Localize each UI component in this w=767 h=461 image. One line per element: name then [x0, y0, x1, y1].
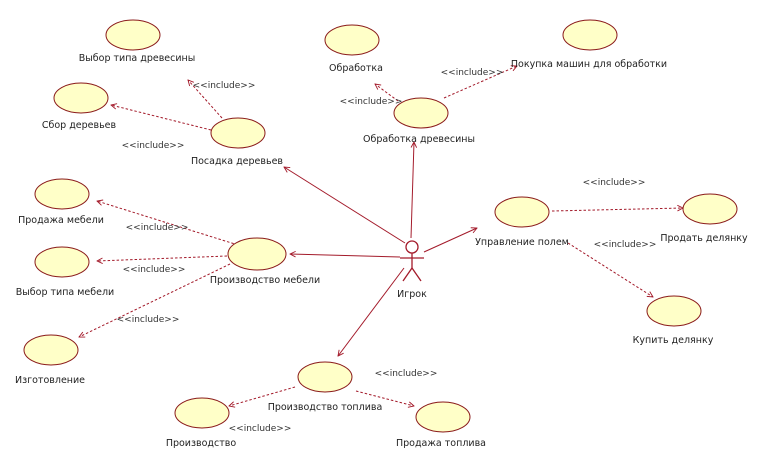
usecase-processing — [324, 24, 380, 56]
label-fuel-sale: Продажа топлива — [396, 438, 486, 449]
label-furniture-type: Выбор типа мебели — [16, 287, 114, 298]
usecase-furniture-sale — [34, 178, 90, 210]
label-wood-type: Выбор типа древесины — [79, 53, 196, 64]
label-field-management: Управление полем — [475, 237, 569, 248]
usecase-tree-collection — [53, 82, 109, 114]
actor-label: Игрок — [397, 289, 427, 300]
include-fuel-to-sale — [355, 390, 414, 406]
stereotype-include-7: <<include>> — [117, 315, 180, 325]
assoc-tree-planting — [284, 167, 406, 244]
usecase-sell-plot — [682, 193, 738, 225]
usecase-furniture-type — [34, 246, 90, 278]
assoc-field-management — [423, 228, 477, 253]
usecase-machine-purchase — [562, 19, 618, 51]
include-fprod-to-manufacturing — [79, 263, 231, 337]
stereotype-include-5: <<include>> — [126, 223, 189, 233]
usecase-wood-processing — [393, 97, 449, 129]
assoc-furniture-production — [290, 254, 401, 258]
label-furniture-production: Производство мебели — [210, 275, 320, 286]
stereotype-include-4: <<include>> — [340, 97, 403, 107]
label-furniture-sale: Продажа мебели — [18, 215, 104, 226]
usecase-fuel-sale — [415, 401, 471, 433]
usecase-furniture-production — [227, 237, 287, 271]
usecase-production — [174, 397, 230, 429]
stereotype-include-11: <<include>> — [229, 424, 292, 434]
usecase-fuel-production — [297, 361, 353, 393]
usecase-buy-plot — [646, 295, 702, 327]
usecase-field-management — [494, 196, 550, 228]
include-fuel-to-production — [229, 386, 296, 406]
stereotype-include-10: <<include>> — [375, 369, 438, 379]
actor-icon — [400, 240, 424, 282]
include-planting-to-wood-type — [188, 80, 223, 119]
assoc-wood-processing — [410, 142, 414, 239]
stereotype-include-1: <<include>> — [193, 81, 256, 91]
include-field-to-buy — [567, 242, 653, 297]
stereotype-include-3: <<include>> — [441, 68, 504, 78]
label-buy-plot: Купить делянку — [633, 335, 714, 346]
stereotype-include-9: <<include>> — [594, 240, 657, 250]
usecase-tree-planting — [210, 117, 266, 149]
include-fprod-to-type — [97, 255, 228, 261]
include-field-to-sell — [551, 208, 683, 212]
stereotype-include-2: <<include>> — [122, 141, 185, 151]
label-tree-planting: Посадка деревьев — [191, 156, 283, 167]
label-wood-processing: Обработка древесины — [363, 134, 475, 145]
stereotype-include-6: <<include>> — [123, 265, 186, 275]
include-wproc-to-processing — [375, 84, 399, 102]
label-manufacturing: Изготовление — [15, 375, 85, 386]
include-planting-to-collection — [111, 105, 212, 131]
label-production: Производство — [166, 438, 237, 449]
usecase-wood-type — [105, 19, 161, 51]
assoc-fuel-production — [338, 267, 405, 356]
stereotype-include-8: <<include>> — [583, 178, 646, 188]
label-processing: Обработка — [329, 63, 383, 74]
include-fprod-to-sale — [97, 201, 239, 246]
label-fuel-production: Производство топлива — [268, 402, 383, 413]
usecase-manufacturing — [23, 334, 79, 366]
label-tree-collection: Сбор деревьев — [42, 120, 117, 131]
label-machine-purchase: Покупка машин для обработки — [511, 59, 667, 70]
label-sell-plot: Продать делянку — [660, 233, 748, 244]
